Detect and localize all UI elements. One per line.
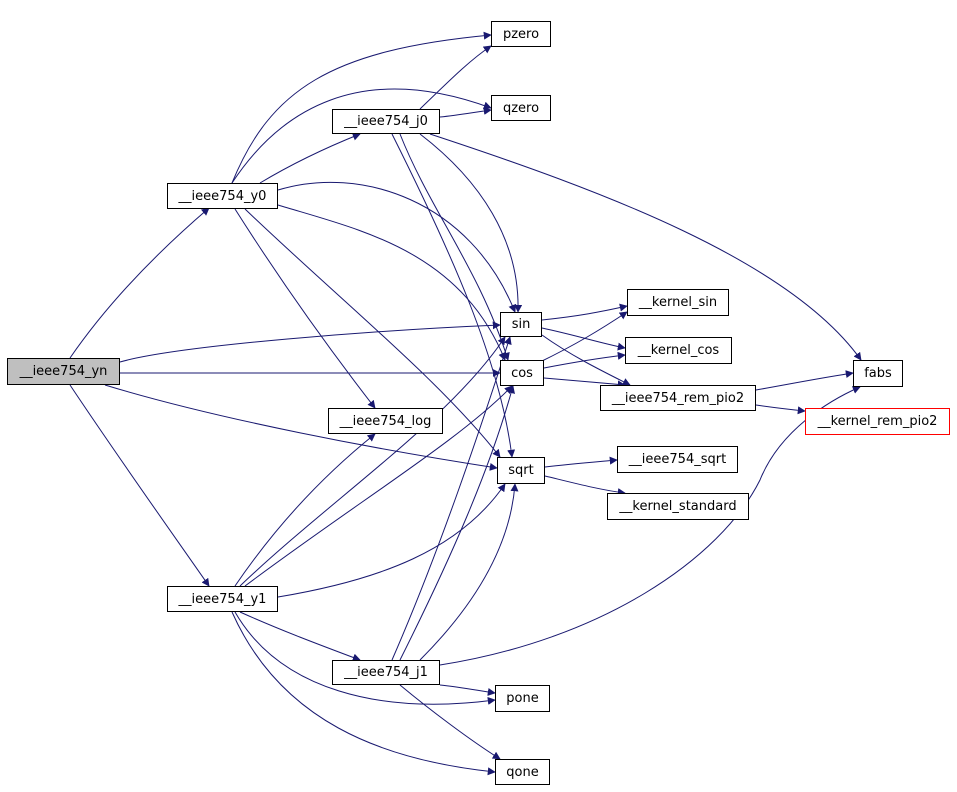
node-sqrt[interactable]: sqrt — [497, 457, 545, 484]
node-pzero[interactable]: pzero — [491, 21, 551, 47]
node-pone[interactable]: pone — [495, 685, 550, 712]
edge-cos-to-ieee754-rem-pio2 — [543, 377, 626, 389]
edge-cos-to-kernel-sin — [539, 311, 628, 363]
edge-ieee754-y0-to-ieee754-log — [234, 208, 376, 409]
node-qone[interactable]: qone — [495, 759, 550, 785]
node-ieee754-rem-pio2[interactable]: __ieee754_rem_pio2 — [600, 385, 756, 411]
edge-ieee754-rem-pio2-to-kernel-rem-pio2 — [755, 404, 806, 415]
edge-ieee754-y0-to-sqrt — [244, 208, 501, 458]
edge-ieee754-j0-to-sqrt — [391, 133, 516, 458]
node-kernel-sin[interactable]: __kernel_sin — [627, 289, 729, 316]
edge-ieee754-j1-to-pone — [439, 684, 496, 696]
edge-ieee754-y1-to-ieee754-log — [234, 433, 376, 587]
edge-ieee754-yn-to-sin — [119, 321, 501, 363]
edge-ieee754-y0-to-sin — [277, 181, 517, 313]
edge-ieee754-y1-to-sin — [239, 336, 506, 587]
edge-ieee754-yn-to-ieee754-y1 — [69, 384, 210, 587]
edge-ieee754-j1-to-sqrt — [419, 483, 519, 661]
node-sin[interactable]: sin — [500, 312, 542, 337]
edge-ieee754-y1-to-ieee754-j1 — [239, 611, 361, 662]
edge-ieee754-y0-to-ieee754-j0 — [259, 132, 361, 184]
edge-sqrt-to-kernel-standard — [544, 475, 626, 497]
edge-ieee754-y0-to-cos — [277, 204, 506, 361]
edge-ieee754-yn-to-sqrt — [104, 384, 498, 471]
edge-cos-to-kernel-cos — [543, 351, 626, 369]
edge-ieee754-j0-to-pzero — [419, 45, 492, 110]
edge-ieee754-j1-to-sin — [391, 336, 512, 661]
edge-ieee754-j0-to-qzero — [439, 106, 492, 118]
edge-ieee754-j1-to-fabs — [439, 386, 861, 666]
edge-ieee754-yn-to-ieee754-y0 — [69, 207, 210, 359]
node-kernel-standard[interactable]: __kernel_standard — [607, 493, 749, 520]
node-ieee754-y1[interactable]: __ieee754_y1 — [167, 586, 278, 612]
node-ieee754-log[interactable]: __ieee754_log — [328, 408, 443, 434]
node-fabs[interactable]: fabs — [853, 360, 903, 387]
edge-ieee754-y0-to-pzero — [231, 31, 492, 184]
node-qzero[interactable]: qzero — [491, 95, 551, 121]
edge-ieee754-j0-to-cos — [399, 133, 510, 361]
edge-ieee754-y0-to-qzero — [231, 88, 492, 184]
edge-ieee754-j0-to-fabs — [429, 133, 862, 361]
edge-ieee754-j0-to-sin — [419, 133, 523, 313]
edge-sin-to-ieee754-rem-pio2 — [541, 334, 631, 386]
node-ieee754-y0[interactable]: __ieee754_y0 — [167, 183, 278, 209]
edge-sqrt-to-ieee754-sqrt — [544, 456, 618, 468]
edge-sin-to-kernel-sin — [541, 303, 628, 321]
node-ieee754-yn: __ieee754_yn — [7, 358, 120, 385]
node-kernel-rem-pio2[interactable]: __kernel_rem_pio2 — [805, 408, 950, 435]
edge-sin-to-kernel-cos — [541, 327, 626, 351]
node-cos[interactable]: cos — [500, 360, 544, 386]
edge-ieee754-y1-to-cos — [244, 385, 513, 587]
edge-ieee754-j1-to-cos — [399, 385, 515, 661]
node-ieee754-sqrt[interactable]: __ieee754_sqrt — [617, 446, 738, 473]
edge-ieee754-j1-to-qone — [399, 684, 501, 760]
edge-ieee754-y1-to-pone — [234, 611, 496, 705]
node-ieee754-j0[interactable]: __ieee754_j0 — [332, 109, 440, 134]
node-kernel-cos[interactable]: __kernel_cos — [625, 337, 732, 364]
node-ieee754-j1[interactable]: __ieee754_j1 — [332, 660, 440, 685]
edge-ieee754-y1-to-sqrt — [277, 483, 506, 598]
edge-ieee754-rem-pio2-to-fabs — [755, 370, 854, 391]
edge-ieee754-y1-to-qone — [231, 611, 496, 776]
